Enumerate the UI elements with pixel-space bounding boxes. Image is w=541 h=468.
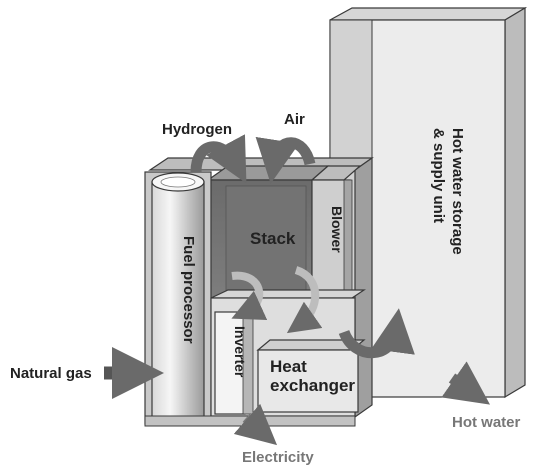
stack-label: Stack	[250, 229, 296, 248]
hot-water-storage-side	[505, 8, 525, 397]
hot-water-storage-label-1: Hot water storage	[449, 128, 466, 255]
blower-label: Blower	[329, 206, 345, 253]
air-label: Air	[284, 111, 305, 128]
fuel-processor-cylinder-opening	[161, 177, 195, 187]
electricity-label: Electricity	[242, 449, 314, 466]
natural-gas-label: Natural gas	[10, 365, 92, 382]
fuel-processor-label: Fuel processor	[180, 236, 197, 344]
hydrogen-label: Hydrogen	[162, 121, 232, 138]
lower-shelf-top	[211, 290, 364, 298]
heat-exchanger-label-2: exchanger	[270, 376, 355, 395]
heat-exchanger-label-1: Heat	[270, 357, 307, 376]
inverter-label: Inverter	[232, 326, 248, 378]
hot-water-label: Hot water	[452, 414, 521, 431]
hot-water-storage-label-2: & supply unit	[430, 128, 447, 223]
stack-top	[208, 166, 328, 180]
hot-water-storage-top	[330, 8, 525, 20]
fuel-processor-unit: Fuel processor	[145, 172, 211, 424]
